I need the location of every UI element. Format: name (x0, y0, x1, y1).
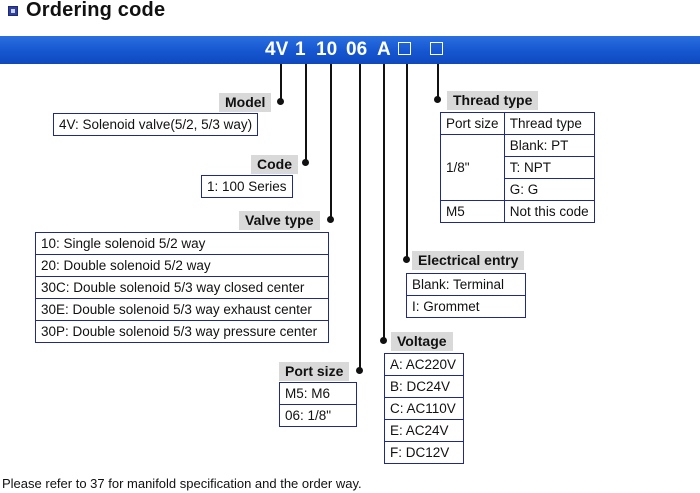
port-size-table: M5: M6 06: 1/8" (279, 382, 357, 427)
voltage-option: B: DC24V (384, 375, 464, 398)
voltage-option: C: AC110V (384, 397, 464, 420)
code-series: 1 (295, 39, 306, 60)
model-table: 4V: Solenoid valve(5/2, 5/3 way) (52, 113, 259, 136)
valve-type-option: 20: Double solenoid 5/2 way (35, 254, 329, 277)
valve-type-option: 10: Single solenoid 5/2 way (35, 232, 329, 255)
thread-option: G: G (503, 178, 596, 201)
code-valve-type: 10 (316, 39, 338, 60)
ordering-code-bar: 4V 1 10 06 A (0, 36, 700, 64)
valve-type-option: 30E: Double solenoid 5/3 way exhaust cen… (35, 298, 329, 321)
thread-option: Not this code (503, 200, 596, 223)
model-label: Model (219, 93, 272, 112)
valve-type-option: 30C: Double solenoid 5/3 way closed cent… (35, 276, 329, 299)
electrical-entry-label: Electrical entry (412, 251, 525, 270)
thread-header-port-size: Port size (440, 112, 505, 135)
valve-type-label: Valve type (239, 211, 320, 230)
bullet-icon (8, 6, 18, 16)
voltage-table: A: AC220V B: DC24V C: AC110V E: AC24V F:… (384, 353, 464, 464)
code-electrical-box (398, 42, 411, 55)
voltage-option: E: AC24V (384, 419, 464, 442)
footnote: Please refer to 37 for manifold specific… (2, 476, 362, 491)
thread-type-table: Port size Thread type 1/8" Blank: PT T: … (440, 112, 596, 223)
electrical-entry-table: Blank: Terminal I: Grommet (406, 273, 526, 318)
voltage-label: Voltage (391, 332, 453, 351)
port-size-option: 06: 1/8" (279, 404, 357, 427)
thread-option: Blank: PT (503, 134, 596, 157)
valve-type-option: 30P: Double solenoid 5/3 way pressure ce… (35, 320, 329, 343)
electrical-entry-option: Blank: Terminal (406, 273, 526, 296)
code-option: 1: 100 Series (201, 175, 293, 198)
code-label: Code (251, 155, 298, 174)
electrical-entry-option: I: Grommet (406, 295, 526, 318)
code-table: 1: 100 Series (201, 175, 293, 198)
code-thread-box (430, 42, 443, 55)
voltage-option: A: AC220V (384, 353, 464, 376)
code-port-size: 06 (346, 39, 368, 60)
port-size-option: M5: M6 (279, 382, 357, 405)
model-option: 4V: Solenoid valve(5/2, 5/3 way) (52, 113, 259, 136)
valve-type-table: 10: Single solenoid 5/2 way 20: Double s… (35, 232, 329, 343)
thread-type-label: Thread type (447, 91, 539, 110)
thread-size-1-8: 1/8" (440, 134, 505, 201)
code-voltage: A (377, 39, 391, 60)
thread-option: T: NPT (503, 156, 596, 179)
code-prefix: 4V (265, 39, 289, 60)
page-title: Ordering code (26, 0, 166, 21)
port-size-label: Port size (279, 362, 350, 381)
voltage-option: F: DC12V (384, 441, 464, 464)
thread-header-thread-type: Thread type (503, 112, 596, 135)
thread-size-m5: M5 (440, 200, 505, 223)
